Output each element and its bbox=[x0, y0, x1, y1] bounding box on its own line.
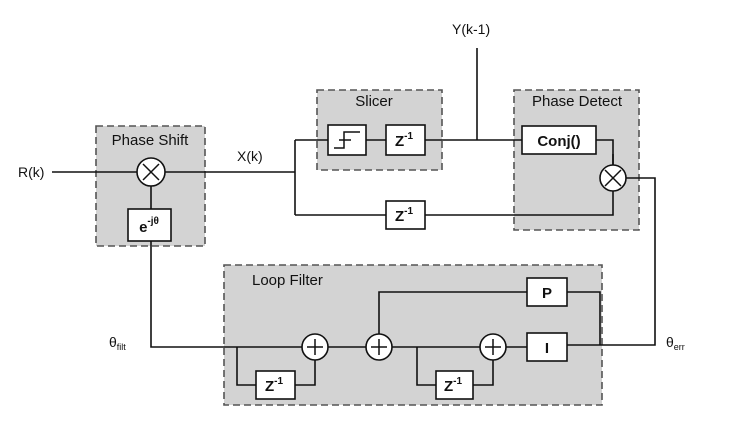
conj-label: Conj() bbox=[537, 133, 580, 150]
multiply-glyph bbox=[142, 163, 160, 181]
lower-delay-label: Z-1 bbox=[395, 206, 414, 225]
wire-int-feedback-1 bbox=[416, 347, 436, 386]
multiply-glyph bbox=[604, 169, 622, 187]
theta-err-label: θerr bbox=[666, 334, 685, 352]
wire-nco-feedback-1 bbox=[236, 347, 256, 386]
wire-conj-out bbox=[596, 139, 614, 165]
wire-p-adder2 bbox=[378, 291, 527, 334]
phase-detect-group bbox=[513, 89, 640, 231]
wire-theta-filt bbox=[150, 241, 302, 348]
wire-theta-err bbox=[567, 177, 656, 346]
input-label: R(k) bbox=[18, 164, 44, 180]
proportional-block bbox=[526, 277, 568, 307]
integral-label: I bbox=[545, 340, 549, 357]
nco-delay-label: Z-1 bbox=[265, 376, 284, 395]
proportional-label: P bbox=[542, 285, 552, 302]
wire-nco-feedback-2 bbox=[295, 360, 316, 386]
wire-err-to-p bbox=[567, 291, 601, 345]
exp-label: e-jθ bbox=[139, 216, 159, 236]
theta-filt-label: θfilt bbox=[109, 334, 126, 352]
integrator-delay-block bbox=[435, 370, 474, 400]
exp-block bbox=[127, 208, 172, 242]
slicer-title: Slicer bbox=[355, 93, 393, 110]
nco-delay-block bbox=[255, 370, 296, 400]
wire-delay-mixer bbox=[425, 191, 614, 216]
integrator-delay-label: Z-1 bbox=[444, 376, 463, 395]
phase-detect-title: Phase Detect bbox=[532, 93, 623, 110]
lower-delay-block bbox=[385, 200, 426, 230]
wire-int-feedback-2 bbox=[473, 360, 494, 386]
loop-filter-title: Loop Filter bbox=[252, 272, 323, 289]
x-label: X(k) bbox=[237, 148, 263, 164]
integral-block bbox=[526, 332, 568, 362]
y-prev-label: Y(k-1) bbox=[452, 21, 490, 37]
phase-shift-title: Phase Shift bbox=[112, 132, 190, 149]
slicer-delay-label: Z-1 bbox=[395, 131, 414, 150]
slicer-delay-block bbox=[385, 124, 426, 156]
